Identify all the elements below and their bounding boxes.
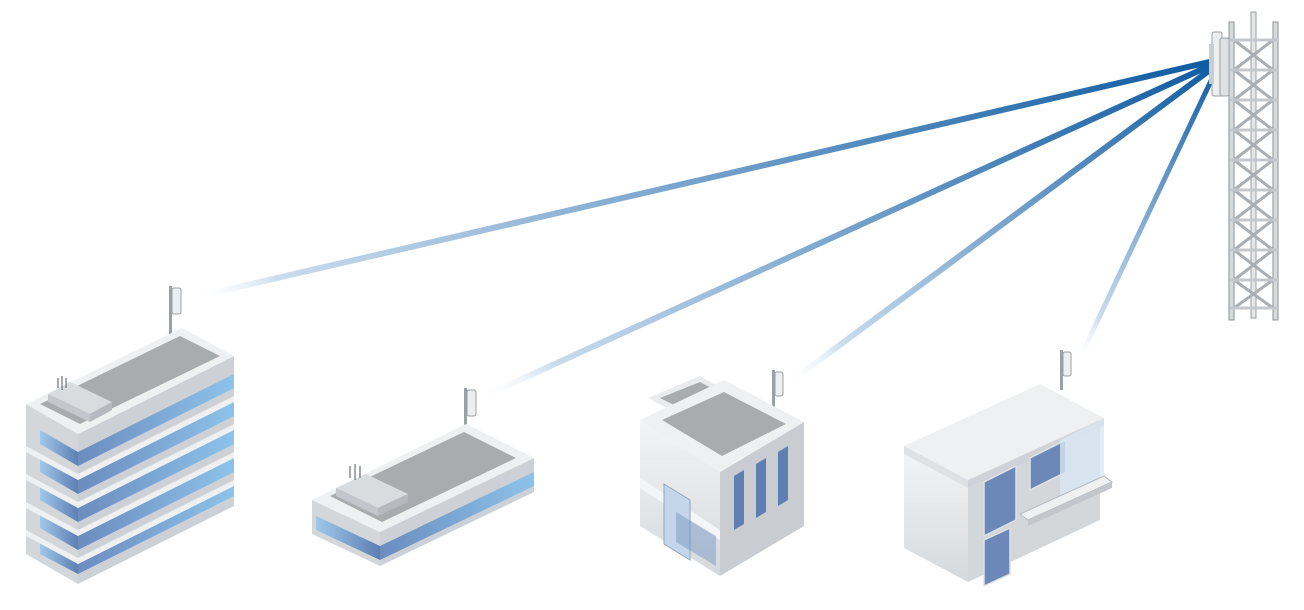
modern-house-icon [904,350,1113,588]
beam-cube-building [787,61,1221,385]
low-office-building-icon [312,388,534,566]
beam-residence [1075,63,1221,365]
lattice-tower-icon [1209,11,1279,321]
beam-low-office [477,59,1221,401]
wireless-beams [192,57,1221,401]
tall-office-building-icon [26,286,234,584]
beam-office-tower [192,57,1221,300]
sector-antenna-icon [1209,31,1230,97]
cube-building-icon [640,370,804,576]
